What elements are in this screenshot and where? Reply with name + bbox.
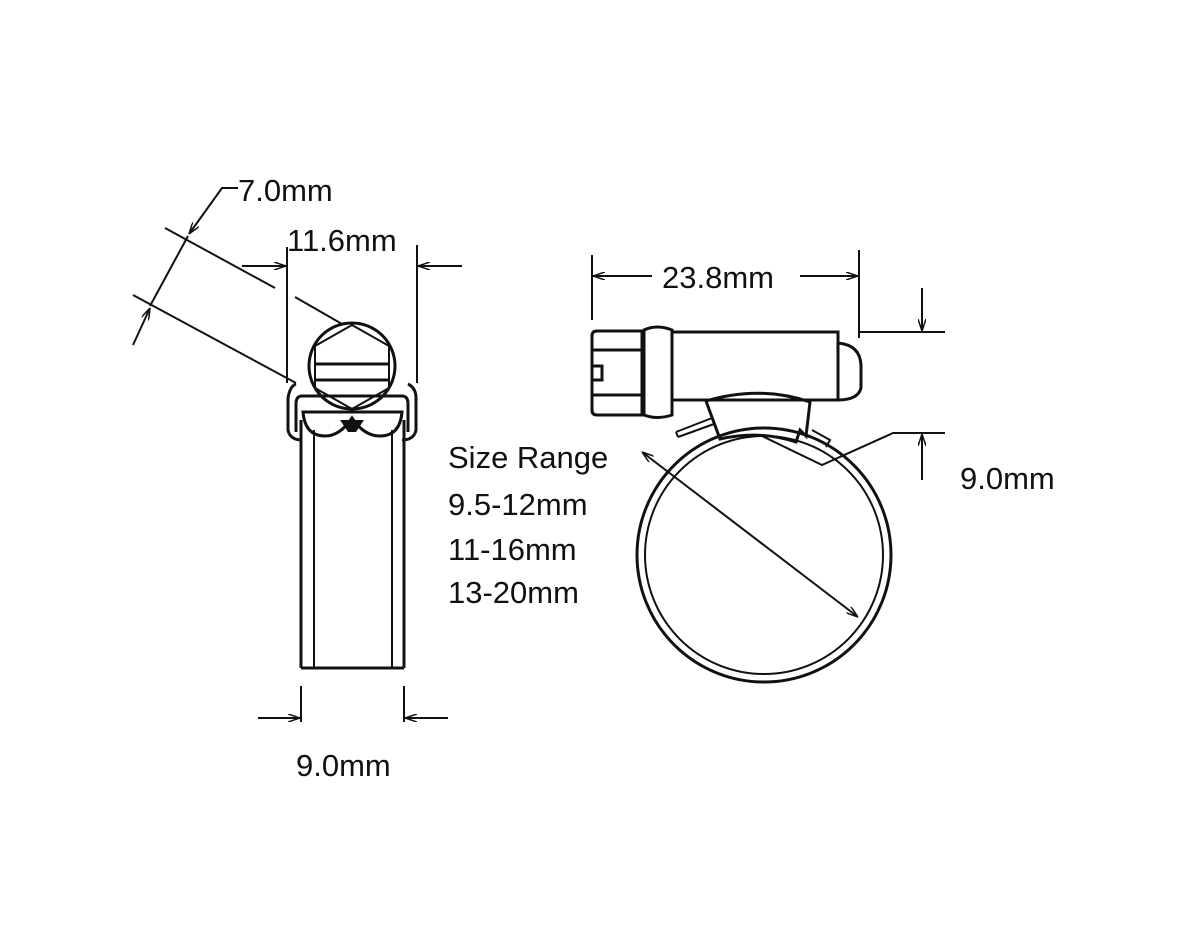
- size-range-item: 13-20mm: [448, 575, 579, 610]
- side-view: [132, 187, 462, 722]
- label-housing-length: 23.8mm: [662, 260, 774, 295]
- dim-housing-length: [591, 250, 860, 338]
- screw-housing: [590, 325, 863, 448]
- size-range-title: Size Range: [448, 440, 609, 475]
- dim-housing-width: [242, 245, 462, 383]
- size-range-item: 11-16mm: [448, 532, 577, 567]
- label-thickness: 7.0mm: [238, 173, 333, 208]
- dim-band-width-front: [759, 288, 945, 480]
- size-range-item: 9.5-12mm: [448, 487, 588, 522]
- label-band-width-front: 9.0mm: [960, 461, 1055, 496]
- screw-head-end: [307, 321, 397, 411]
- front-view: [590, 250, 945, 684]
- dim-thickness: [132, 187, 343, 384]
- label-band-width-side: 9.0mm: [296, 748, 391, 783]
- label-housing-width: 11.6mm: [287, 223, 397, 258]
- dim-band-width-side: [258, 686, 448, 722]
- band-side: [299, 420, 406, 670]
